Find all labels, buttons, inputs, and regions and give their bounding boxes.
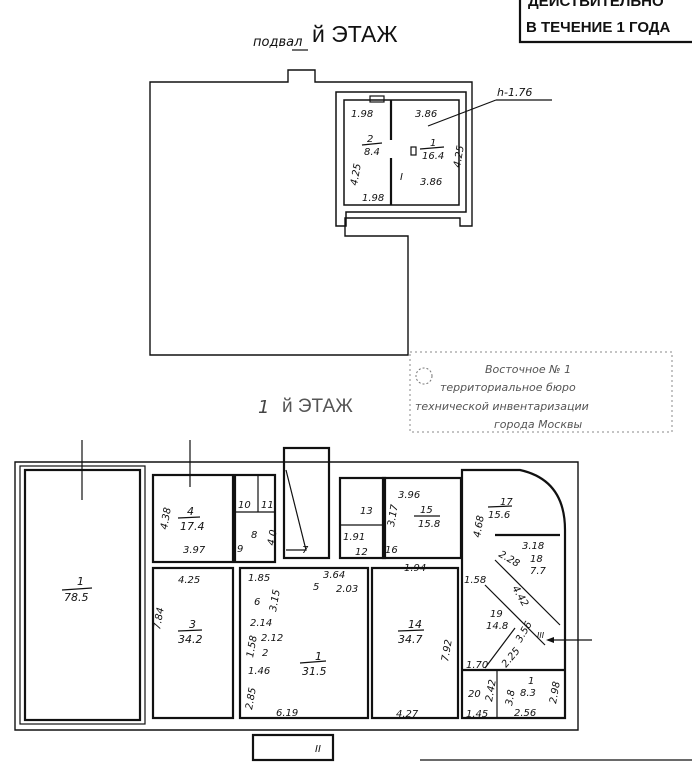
dim: 1.98: [351, 109, 373, 120]
room-number: 12: [355, 547, 368, 558]
dim: 3.15: [268, 589, 283, 613]
dim: 3.17: [386, 503, 401, 527]
floor1-labels: 1 78.5 4 17.4 4.38 3.97 4.25 7.84 3 34.2…: [61, 490, 563, 755]
room-number: 18: [530, 554, 543, 565]
room-number: 1: [430, 138, 436, 149]
dim: 2.42: [484, 679, 499, 703]
room-area: 15.8: [418, 519, 440, 530]
dim: 2.56: [514, 708, 536, 719]
room-number: 8: [251, 530, 257, 541]
bti-line: технической инвентаризации: [415, 400, 589, 413]
dim: 1.94: [404, 563, 426, 574]
dim: 3.86: [415, 109, 437, 120]
dim: 1.70: [466, 660, 488, 671]
dim: 4.42: [509, 584, 530, 609]
dim: 3.97: [183, 545, 206, 556]
room-area: 17.4: [180, 520, 205, 533]
dim: 3.96: [398, 490, 420, 501]
room-number: 15: [420, 505, 433, 516]
room-number: 13: [360, 506, 373, 517]
dim: 3.8: [504, 689, 518, 707]
room-number: 17: [500, 497, 513, 508]
floor1-plan: [14, 440, 692, 762]
bti-stamp: Восточное № 1 территориальное бюро техни…: [409, 351, 673, 433]
dim: 3.86: [420, 177, 442, 188]
room-number: 6: [254, 597, 260, 608]
floor1-title: й ЭТАЖ: [282, 396, 353, 417]
basement-plan: h-1.76 1.98 3.86 2 8.4 1 16.4 4.25 4.25 …: [149, 69, 552, 356]
basement-height-note: h-1.76: [497, 86, 532, 99]
stamp-line2: В ТЕЧЕНИЕ 1 ГОДА: [526, 19, 670, 36]
room-area: 7.7: [530, 566, 547, 577]
section-mark: I: [400, 172, 403, 183]
room-number: 9: [237, 544, 243, 555]
room-area: 14.8: [486, 621, 508, 632]
dim: 1.98: [362, 193, 384, 204]
dim: 3.18: [522, 541, 544, 552]
room-number: 1: [77, 575, 84, 588]
dim: 6.19: [276, 708, 298, 719]
room-area: 31.5: [302, 665, 327, 678]
room-number: 16: [385, 545, 398, 556]
room-area: 16.4: [422, 151, 444, 162]
dim: 2.03: [336, 584, 358, 595]
dim: 1.58: [464, 575, 486, 586]
validity-stamp: ДЕЙСТВИТЕЛЬНО В ТЕЧЕНИЕ 1 ГОДА: [518, 0, 692, 44]
dim: 4.25: [178, 575, 200, 586]
dim: 7.92: [440, 639, 455, 663]
room-number: 14: [408, 618, 422, 631]
dim: 1.46: [248, 666, 270, 677]
room-area: 34.2: [178, 633, 203, 646]
dim: 4.38: [159, 507, 174, 531]
room-number: 10: [238, 500, 251, 511]
dim: 1.85: [248, 573, 270, 584]
section-mark-2: II: [315, 744, 321, 755]
room-area: 8.4: [364, 147, 380, 158]
room-number: 1: [528, 676, 534, 687]
basement-title-hand: подвал: [253, 35, 302, 50]
room-number: 19: [490, 609, 503, 620]
room-number: 2: [262, 648, 268, 659]
room-area: 8.3: [520, 688, 536, 699]
dim: 2.12: [261, 633, 283, 644]
room-area: 78.5: [64, 591, 89, 604]
room-area: 34.7: [398, 633, 423, 646]
section-mark-3: III: [537, 631, 545, 640]
room-number: 20: [468, 689, 481, 700]
dim: 1.58: [245, 635, 260, 659]
floor1-title-num: 1: [258, 397, 269, 418]
dim: 2.98: [548, 681, 563, 705]
dim: 4.25: [452, 145, 467, 169]
bti-line: территориальное бюро: [440, 381, 576, 394]
dim: 4.25: [349, 163, 364, 187]
dim: 2.28: [497, 549, 522, 570]
dim: 2.85: [244, 687, 259, 711]
bti-line: города Москвы: [494, 418, 582, 431]
room-area: 15.6: [488, 510, 510, 521]
dim: 4.27: [396, 709, 419, 720]
room-number: 5: [313, 582, 319, 593]
dim: 3.64: [323, 570, 345, 581]
room-number: 11: [261, 500, 274, 511]
room-number: 7: [302, 545, 309, 556]
stamp-line1: ДЕЙСТВИТЕЛЬНО: [528, 0, 664, 10]
dim: 4.68: [472, 515, 487, 539]
dim: 7.84: [152, 607, 167, 631]
dim: 2.14: [250, 618, 272, 629]
room-number: 3: [189, 618, 196, 631]
basement-title: й ЭТАЖ: [312, 21, 398, 47]
room-number: 1: [315, 650, 322, 663]
dim: 1.91: [343, 532, 365, 543]
bti-line: Восточное № 1: [485, 363, 571, 376]
dim: 2.25: [500, 646, 523, 670]
room-number: 2: [367, 134, 373, 145]
room-number: 4: [187, 505, 194, 518]
dim: 1.45: [466, 709, 488, 720]
dim: 4.0: [266, 529, 280, 547]
